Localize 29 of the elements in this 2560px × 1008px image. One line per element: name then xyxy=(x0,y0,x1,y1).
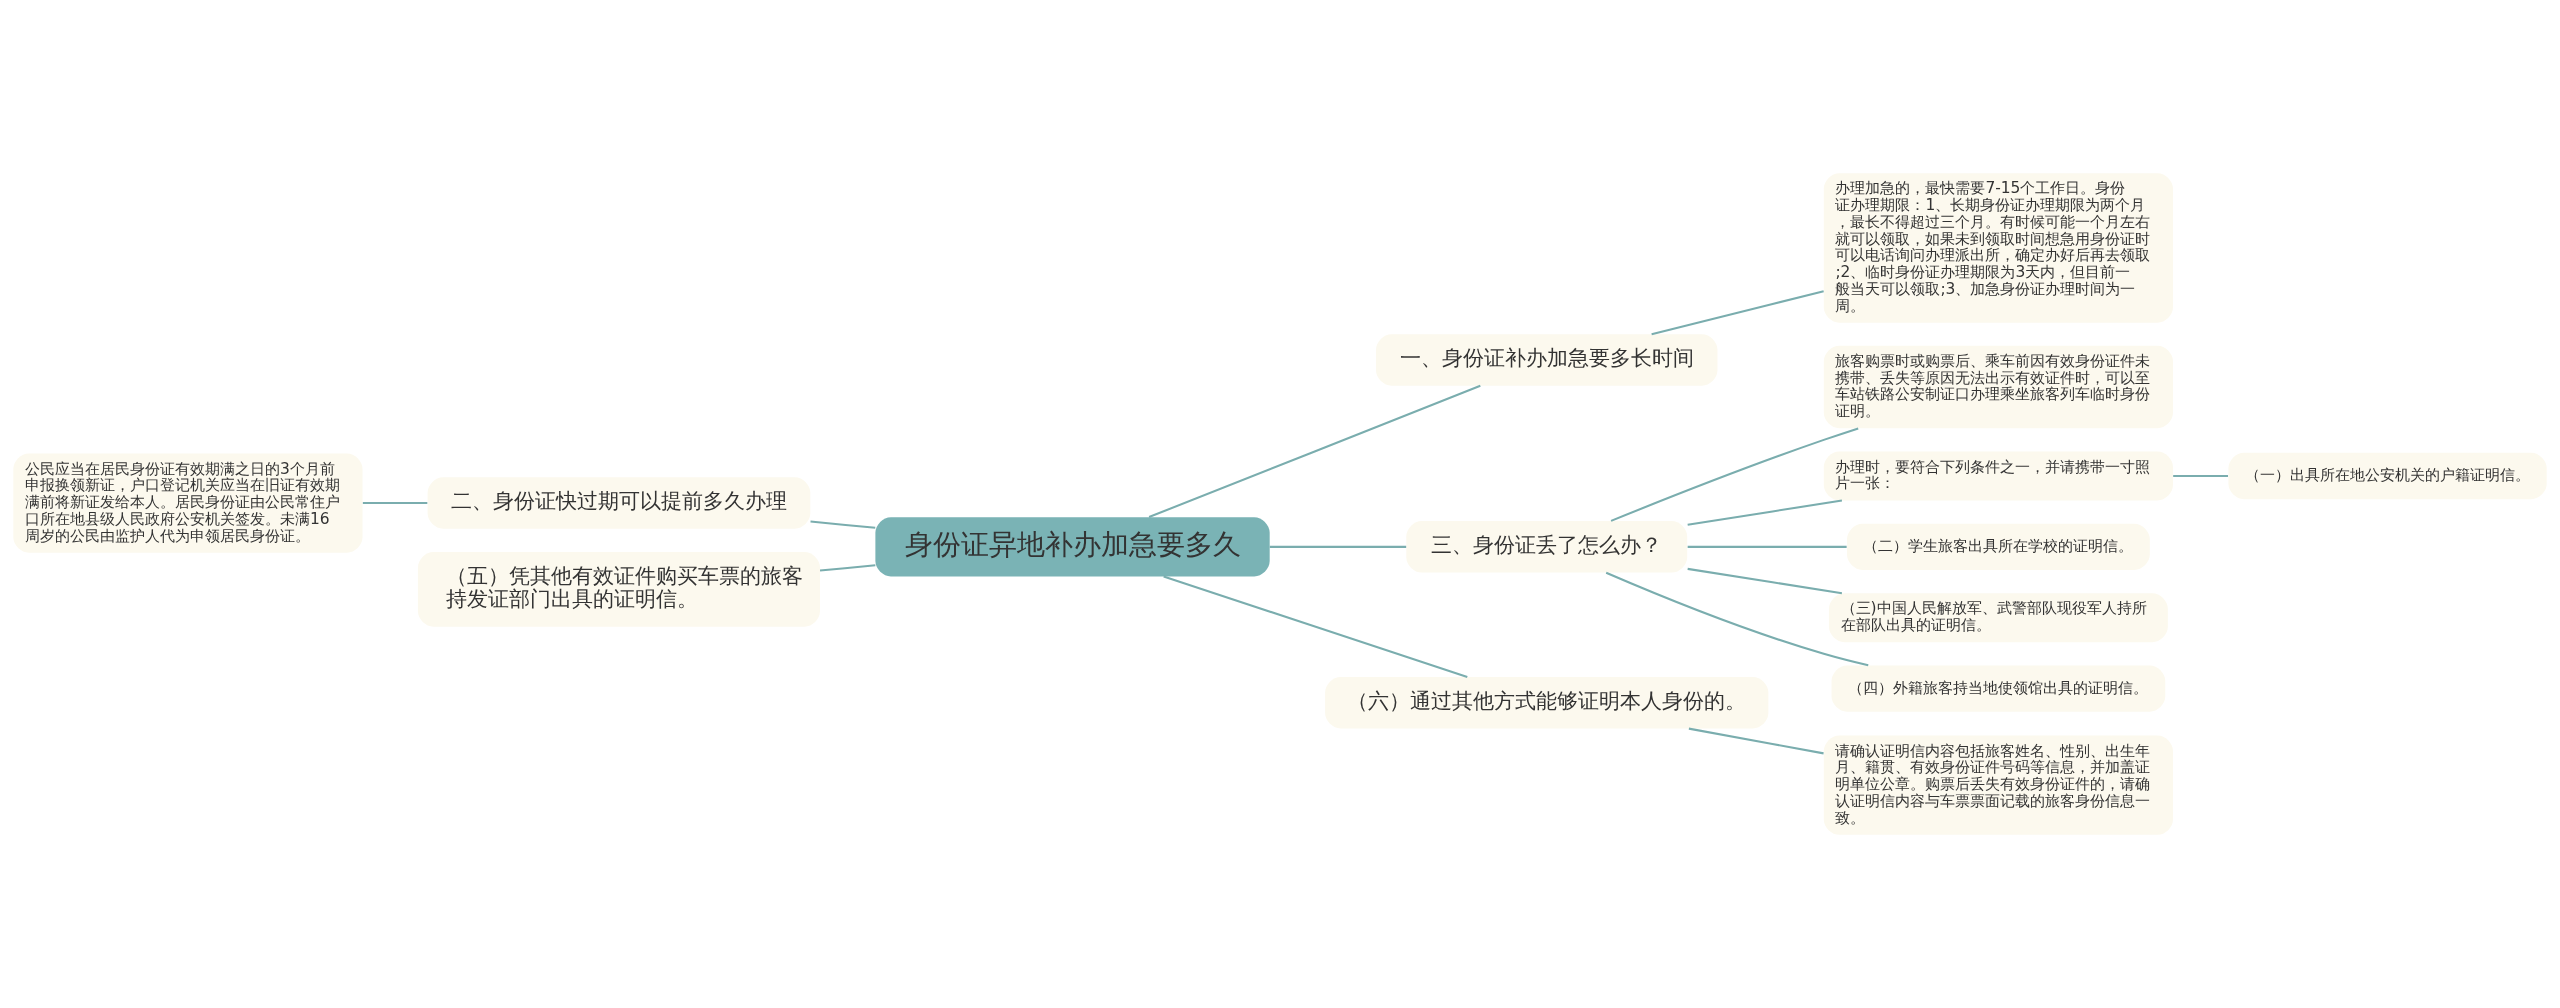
node-box: 身份证异地补办加急要多久 xyxy=(875,517,1270,577)
connector xyxy=(1687,545,1847,548)
connector xyxy=(2173,474,2229,477)
node-box: 办理加急的，最快需要7-15个工作日。身份证办理期限：1、长期身份证办理期限为两个月，最长不得超过三个月。有时候可能一个月左右就可以领取，如果未到领取时间想急用身份证时可以电话询问办理派出所，确定办好后再去领取;2、临时身份证办理期限为3天内，但目前一般当天可以领取;3、加急身份证办理时间为一周。 xyxy=(1823,173,2173,323)
node-box: 二、身份证快过期可以提前多久办理 xyxy=(427,477,811,529)
connector xyxy=(1651,290,1824,336)
connector xyxy=(810,520,876,529)
connector xyxy=(1687,499,1843,526)
connector xyxy=(362,502,428,505)
node-box: （二）学生旅客出具所在学校的证明信。 xyxy=(1847,523,2150,571)
connector xyxy=(1163,575,1468,678)
connector xyxy=(1148,384,1481,518)
node-box: （六）通过其他方式能够证明本人身份的。 xyxy=(1325,677,1769,729)
node-box: 办理时，要符合下列条件之一，并请携带一寸照片一张： xyxy=(1823,451,2173,501)
connector xyxy=(819,564,876,572)
connector xyxy=(1610,427,1859,522)
node-box: 请确认证明信内容包括旅客姓名、性别、出生年月、籍贯、有效身份证件号码等信息，并加盖证明单位公章。购票后丢失有效身份证件的，请确认证明信内容与车票票面记载的旅客身份信息一致。 xyxy=(1823,735,2173,835)
node-box: （一）出具所在地公安机关的户籍证明信。 xyxy=(2228,452,2547,500)
connector xyxy=(1269,545,1407,548)
node-box: （四）外籍旅客持当地使领馆出具的证明信。 xyxy=(1831,665,2166,712)
node-box: 旅客购票时或购票后、乘车前因有效身份证件未携带、丢失等原因无法出示有效证件时，可以至车站铁路公安制证口办理乘坐旅客列车临时身份证明。 xyxy=(1823,345,2173,429)
node-box: 公民应当在居民身份证有效期满之日的3个月前申报换领新证，户口登记机关应当在旧证有效期满前将新证发给本人。居民身份证由公民常住户口所在地县级人民政府公安机关签发。未满16周岁的公民由监护人代为申领居民身份证。 xyxy=(13,453,363,553)
node-box: （三)中国人民解放军、武警部队现役军人持所在部队出具的证明信。 xyxy=(1828,593,2168,643)
connector xyxy=(1687,567,1843,595)
connector xyxy=(1605,571,1869,667)
node-box: 一、身份证补办加急要多长时间 xyxy=(1376,334,1718,386)
node-box: 三、身份证丢了怎么办？ xyxy=(1406,521,1688,573)
connector xyxy=(1688,727,1824,755)
node-box: （五）凭其他有效证件购买车票的旅客持发证部门出具的证明信。 xyxy=(417,552,820,627)
